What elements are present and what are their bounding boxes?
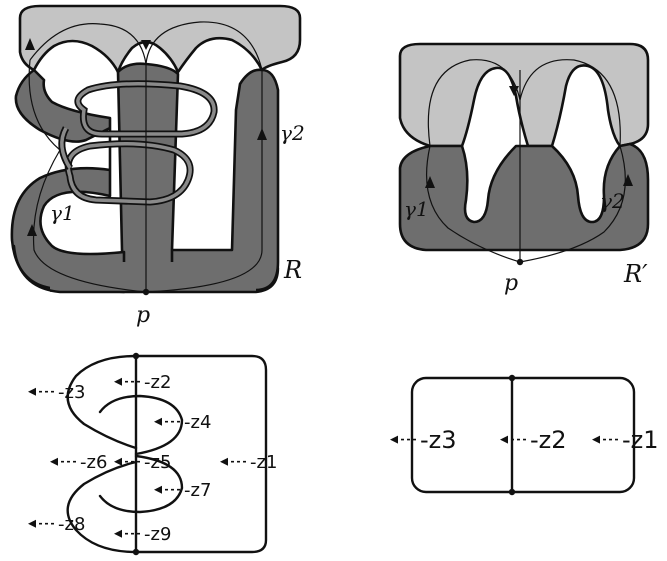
arrow-left-icon bbox=[50, 457, 58, 466]
graph-left-vertex-bottom bbox=[132, 548, 140, 556]
graph-left: -z3 -z2 -z4 -z6 -z5 -z1 -z7 -z8 -z9 bbox=[28, 352, 277, 556]
surface-r-right-strip bbox=[158, 68, 280, 292]
gamma2-label: γ2 bbox=[280, 121, 305, 145]
arrow-left-icon bbox=[220, 457, 228, 466]
graph-right-boundary bbox=[410, 376, 636, 494]
surface-r-curve-gamma1 bbox=[28, 59, 147, 293]
gamma2-label: γ2 bbox=[600, 189, 625, 213]
point-p-label: p bbox=[136, 303, 150, 328]
graph-right-labels: -z3 -z2 -z1 bbox=[390, 426, 659, 454]
arrow-left-icon bbox=[114, 377, 122, 386]
surface-r-center-strip bbox=[116, 62, 180, 292]
edge-label: -z1 bbox=[592, 426, 659, 454]
surface-r-top-curve bbox=[29, 21, 263, 71]
arrow-left-icon bbox=[154, 417, 162, 426]
surface-rp-dark-band bbox=[398, 142, 650, 252]
gamma1-label: γ1 bbox=[404, 197, 429, 221]
edge-label-text: -z7 bbox=[184, 480, 211, 501]
edge-label-text: -z4 bbox=[184, 412, 211, 433]
edge-label-text: -z1 bbox=[622, 426, 659, 454]
surface-rp-curve-gamma2 bbox=[519, 145, 626, 263]
edge-label: -z2 bbox=[500, 426, 567, 454]
edge-label-text: -z2 bbox=[530, 426, 567, 454]
edge-label: -z4 bbox=[154, 412, 211, 433]
arrow-left-icon bbox=[390, 435, 398, 444]
edge-label: -z3 bbox=[28, 382, 85, 403]
arrow-left-icon bbox=[500, 435, 508, 444]
surface-r-label: R bbox=[283, 256, 302, 284]
surface-rp-base-point bbox=[516, 258, 524, 266]
graph-left-vertex-top bbox=[132, 352, 140, 360]
surface-rp-label: R′ bbox=[623, 260, 648, 288]
graph-left-labels: -z3 -z2 -z4 -z6 -z5 -z1 -z7 -z8 -z9 bbox=[28, 372, 277, 545]
edge-label-text: -z2 bbox=[144, 372, 171, 393]
gamma1-label: γ1 bbox=[50, 201, 75, 225]
surface-r-light-band bbox=[18, 4, 302, 74]
arrow-left-icon bbox=[592, 435, 600, 444]
edge-label-text: -z1 bbox=[250, 452, 277, 473]
surface-rp-top-curve bbox=[427, 59, 621, 147]
graph-right-vertex-bottom bbox=[508, 488, 516, 496]
edge-label-text: -z3 bbox=[58, 382, 85, 403]
surface-rp-curve-gamma1 bbox=[425, 145, 521, 263]
edge-label: -z3 bbox=[390, 426, 457, 454]
graph-left-inner-upper bbox=[98, 394, 184, 456]
arrow-icon bbox=[25, 38, 35, 50]
graph-left-lower-lobe bbox=[66, 460, 138, 554]
edge-label: -z2 bbox=[114, 372, 171, 393]
graph-right: -z3 -z2 -z1 bbox=[390, 374, 659, 496]
edge-label: -z5 bbox=[114, 452, 171, 473]
edge-label-text: -z3 bbox=[420, 426, 457, 454]
surface-r-bottom-outline bbox=[12, 244, 280, 294]
surface-rp-light-band bbox=[398, 42, 650, 148]
edge-label-text: -z9 bbox=[144, 524, 171, 545]
surface-r-prime: γ1 γ2 p R′ bbox=[398, 42, 650, 296]
edge-label-text: -z5 bbox=[144, 452, 171, 473]
arrow-left-icon bbox=[154, 485, 162, 494]
arrow-left-icon bbox=[114, 457, 122, 466]
graph-right-vertex-top bbox=[508, 374, 516, 382]
surface-r: γ1 γ2 p R bbox=[10, 4, 305, 328]
edge-label: -z8 bbox=[28, 514, 85, 535]
surface-r-bottom-band bbox=[50, 262, 256, 292]
graph-left-inner-lower bbox=[98, 454, 184, 514]
edge-label-text: -z8 bbox=[58, 514, 85, 535]
arrow-left-icon bbox=[114, 529, 122, 538]
edge-label: -z6 bbox=[50, 452, 107, 473]
graph-left-upper-lobe bbox=[66, 354, 138, 450]
arrow-icon bbox=[425, 176, 435, 188]
graph-left-outer-loop bbox=[134, 354, 268, 554]
arrow-icon bbox=[623, 174, 633, 186]
arrow-icon bbox=[509, 86, 519, 96]
arrow-left-icon bbox=[28, 519, 36, 528]
edge-label: -z9 bbox=[114, 524, 171, 545]
arrow-icon bbox=[27, 224, 37, 236]
edge-label-text: -z6 bbox=[80, 452, 107, 473]
arrow-icon bbox=[141, 40, 151, 50]
surface-r-curve-gamma2 bbox=[145, 70, 263, 293]
arrow-left-icon bbox=[28, 387, 36, 396]
arrow-icon bbox=[257, 128, 267, 140]
edge-label: -z1 bbox=[220, 452, 277, 473]
edge-label: -z7 bbox=[154, 480, 211, 501]
point-p-label: p bbox=[504, 271, 518, 296]
surface-r-base-point bbox=[142, 288, 150, 296]
surface-r-twisted-loops bbox=[58, 80, 218, 206]
